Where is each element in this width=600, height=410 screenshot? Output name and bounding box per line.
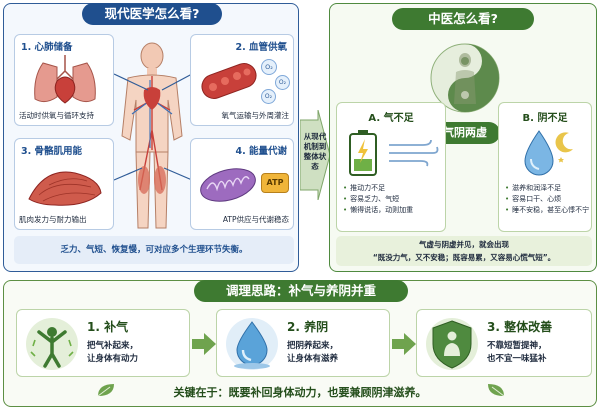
step-title: 2. 养阴: [287, 320, 329, 334]
modern-medicine-panel: 现代医学怎么看? 1. 心肺储备 活动时供氧与循环支持 2. 血管供氧: [3, 3, 299, 272]
water-drop-icon: [226, 318, 278, 370]
tcm-panel-title: 中医怎么看?: [392, 8, 534, 30]
modern-panel-title: 现代医学怎么看?: [82, 3, 222, 25]
card-title: 3. 骨骼肌用能: [21, 146, 83, 157]
card-caption: 活动时供氧与循环支持: [19, 111, 94, 120]
step-nourish-yin: 2. 养阴 把阴养起来， 让身体有滋养: [216, 309, 390, 377]
blood-vessel-icon: [201, 63, 257, 99]
leaf-icon: [97, 384, 114, 397]
step-desc-line: 不靠短暂提神，: [487, 341, 547, 351]
water-drop-moon-icon: [524, 130, 573, 176]
step-desc: 把气补起来， 让身体有动力: [87, 340, 138, 366]
step-desc: 把阴养起来， 让身体有滋养: [287, 340, 338, 366]
lungs-heart-icon: [34, 55, 96, 104]
qi-yin-deficiency-label: 气阴两虚: [430, 122, 500, 144]
step-title: 3. 整体改善: [487, 320, 553, 334]
shield-person-icon: [426, 318, 478, 370]
tcm-summary: 气虚与阴虚并见，就会出现 “既没力气，又不安稳；既容易累，又容易心慌气短”。: [336, 236, 592, 266]
card-title: B. 阴不足: [522, 113, 568, 124]
oxygen-bubble: O₂: [261, 89, 276, 104]
low-battery-icon: [349, 130, 377, 176]
card-title: 4. 能量代谢: [235, 146, 287, 157]
connector-lines: [113, 73, 193, 181]
step-title: 1. 补气: [87, 320, 129, 334]
card-title: 2. 血管供氧: [235, 42, 287, 53]
step-arrow-icon: [392, 333, 416, 355]
step-tonify-qi: 1. 补气 把气补起来， 让身体有动力: [16, 309, 190, 377]
list-item: 推动力不足: [343, 183, 413, 194]
tcm-summary-line: 气虚与阴虚并见，就会出现: [419, 240, 509, 249]
step-desc-line: 把阴养起来，: [287, 341, 339, 351]
tcm-panel: 中医怎么看? 气阴两虚 A. 气不足 推动力不足 容易乏力、气短 懒得说话，动则…: [329, 3, 597, 272]
bridge-arrow-icon: [300, 110, 330, 200]
person-energy-icon: [26, 318, 78, 370]
step-arrow-icon: [192, 333, 216, 355]
human-body-figure-icon: [121, 42, 183, 229]
yin-symptom-list: 滋养和润泽不足 容易口干、心烦 睡不安稳，甚至心悸不宁: [505, 183, 589, 216]
atp-badge: ATP: [261, 173, 289, 193]
card-caption: 氧气运输与外周灌注: [221, 111, 290, 120]
qi-symptom-list: 推动力不足 容易乏力、气短 懒得说话，动则加重: [343, 183, 413, 216]
oxygen-bubble: O₂: [261, 59, 277, 75]
step-desc-line: 也不宜一味猛补: [487, 354, 547, 364]
card-cardiopulmonary: 1. 心肺储备 活动时供氧与循环支持: [14, 34, 114, 126]
mitochondria-icon: [200, 168, 256, 202]
bridge-line: 从现代: [303, 132, 327, 141]
step-desc-line: 让身体有滋养: [287, 354, 339, 364]
card-vascular-oxygen: 2. 血管供氧 O₂ O₂ O₂ 氧气运输与外周灌注: [190, 34, 294, 126]
step-holistic-improvement: 3. 整体改善 不靠短暂提神， 也不宜一味猛补: [416, 309, 592, 377]
card-caption: ATP供应与代谢稳态: [222, 215, 289, 224]
regulation-panel: 调理思路：补气与养阴并重 1. 补气 把气补起来， 让身体有动力 2. 养阴 把…: [3, 280, 597, 407]
step-desc-line: 把气补起来，: [87, 341, 139, 351]
bridge-line: 整体状态: [303, 152, 327, 171]
yin-yang-figure-icon: [430, 43, 500, 113]
bridge-label: 从现代 机制到 整体状态: [301, 132, 329, 172]
tcm-summary-line: “既没力气，又不安稳；既容易累，又容易心慌气短”。: [372, 253, 556, 262]
list-item: 容易乏力、气短: [343, 194, 413, 205]
regulation-panel-title: 调理思路：补气与养阴并重: [194, 280, 408, 302]
list-item: 懒得说话，动则加重: [343, 205, 413, 216]
step-desc-line: 让身体有动力: [87, 354, 139, 364]
card-energy-metabolism: 4. 能量代谢 ATP ATP供应与代谢稳态: [190, 138, 294, 230]
muscle-icon: [28, 171, 102, 206]
step-desc: 不靠短暂提神， 也不宜一味猛补: [487, 340, 547, 366]
wind-icon: [389, 139, 439, 167]
key-takeaway: 关键在于：既要补回身体动力，也要兼顾阴津滋养。: [173, 386, 427, 399]
card-skeletal-muscle: 3. 骨骼肌用能 肌肉发力与耐力输出: [14, 138, 114, 230]
oxygen-bubble: O₂: [275, 75, 290, 90]
list-item: 滋养和润泽不足: [505, 183, 589, 194]
card-title: 1. 心肺储备: [21, 42, 73, 53]
card-qi-deficiency: A. 气不足 推动力不足 容易乏力、气短 懒得说话，动则加重: [336, 102, 446, 232]
card-title: A. 气不足: [368, 113, 414, 124]
list-item: 睡不安稳，甚至心悸不宁: [505, 205, 589, 216]
modern-summary: 乏力、气短、恢复慢，可对应多个生理环节失衡。: [14, 236, 294, 264]
leaf-icon: [488, 384, 505, 397]
bridge-line: 机制到: [303, 142, 327, 151]
list-item: 容易口干、心烦: [505, 194, 589, 205]
card-caption: 肌肉发力与耐力输出: [19, 215, 87, 224]
card-yin-deficiency: B. 阴不足 滋养和润泽不足 容易口干、心烦 睡不安稳，甚至心悸不宁: [498, 102, 592, 232]
